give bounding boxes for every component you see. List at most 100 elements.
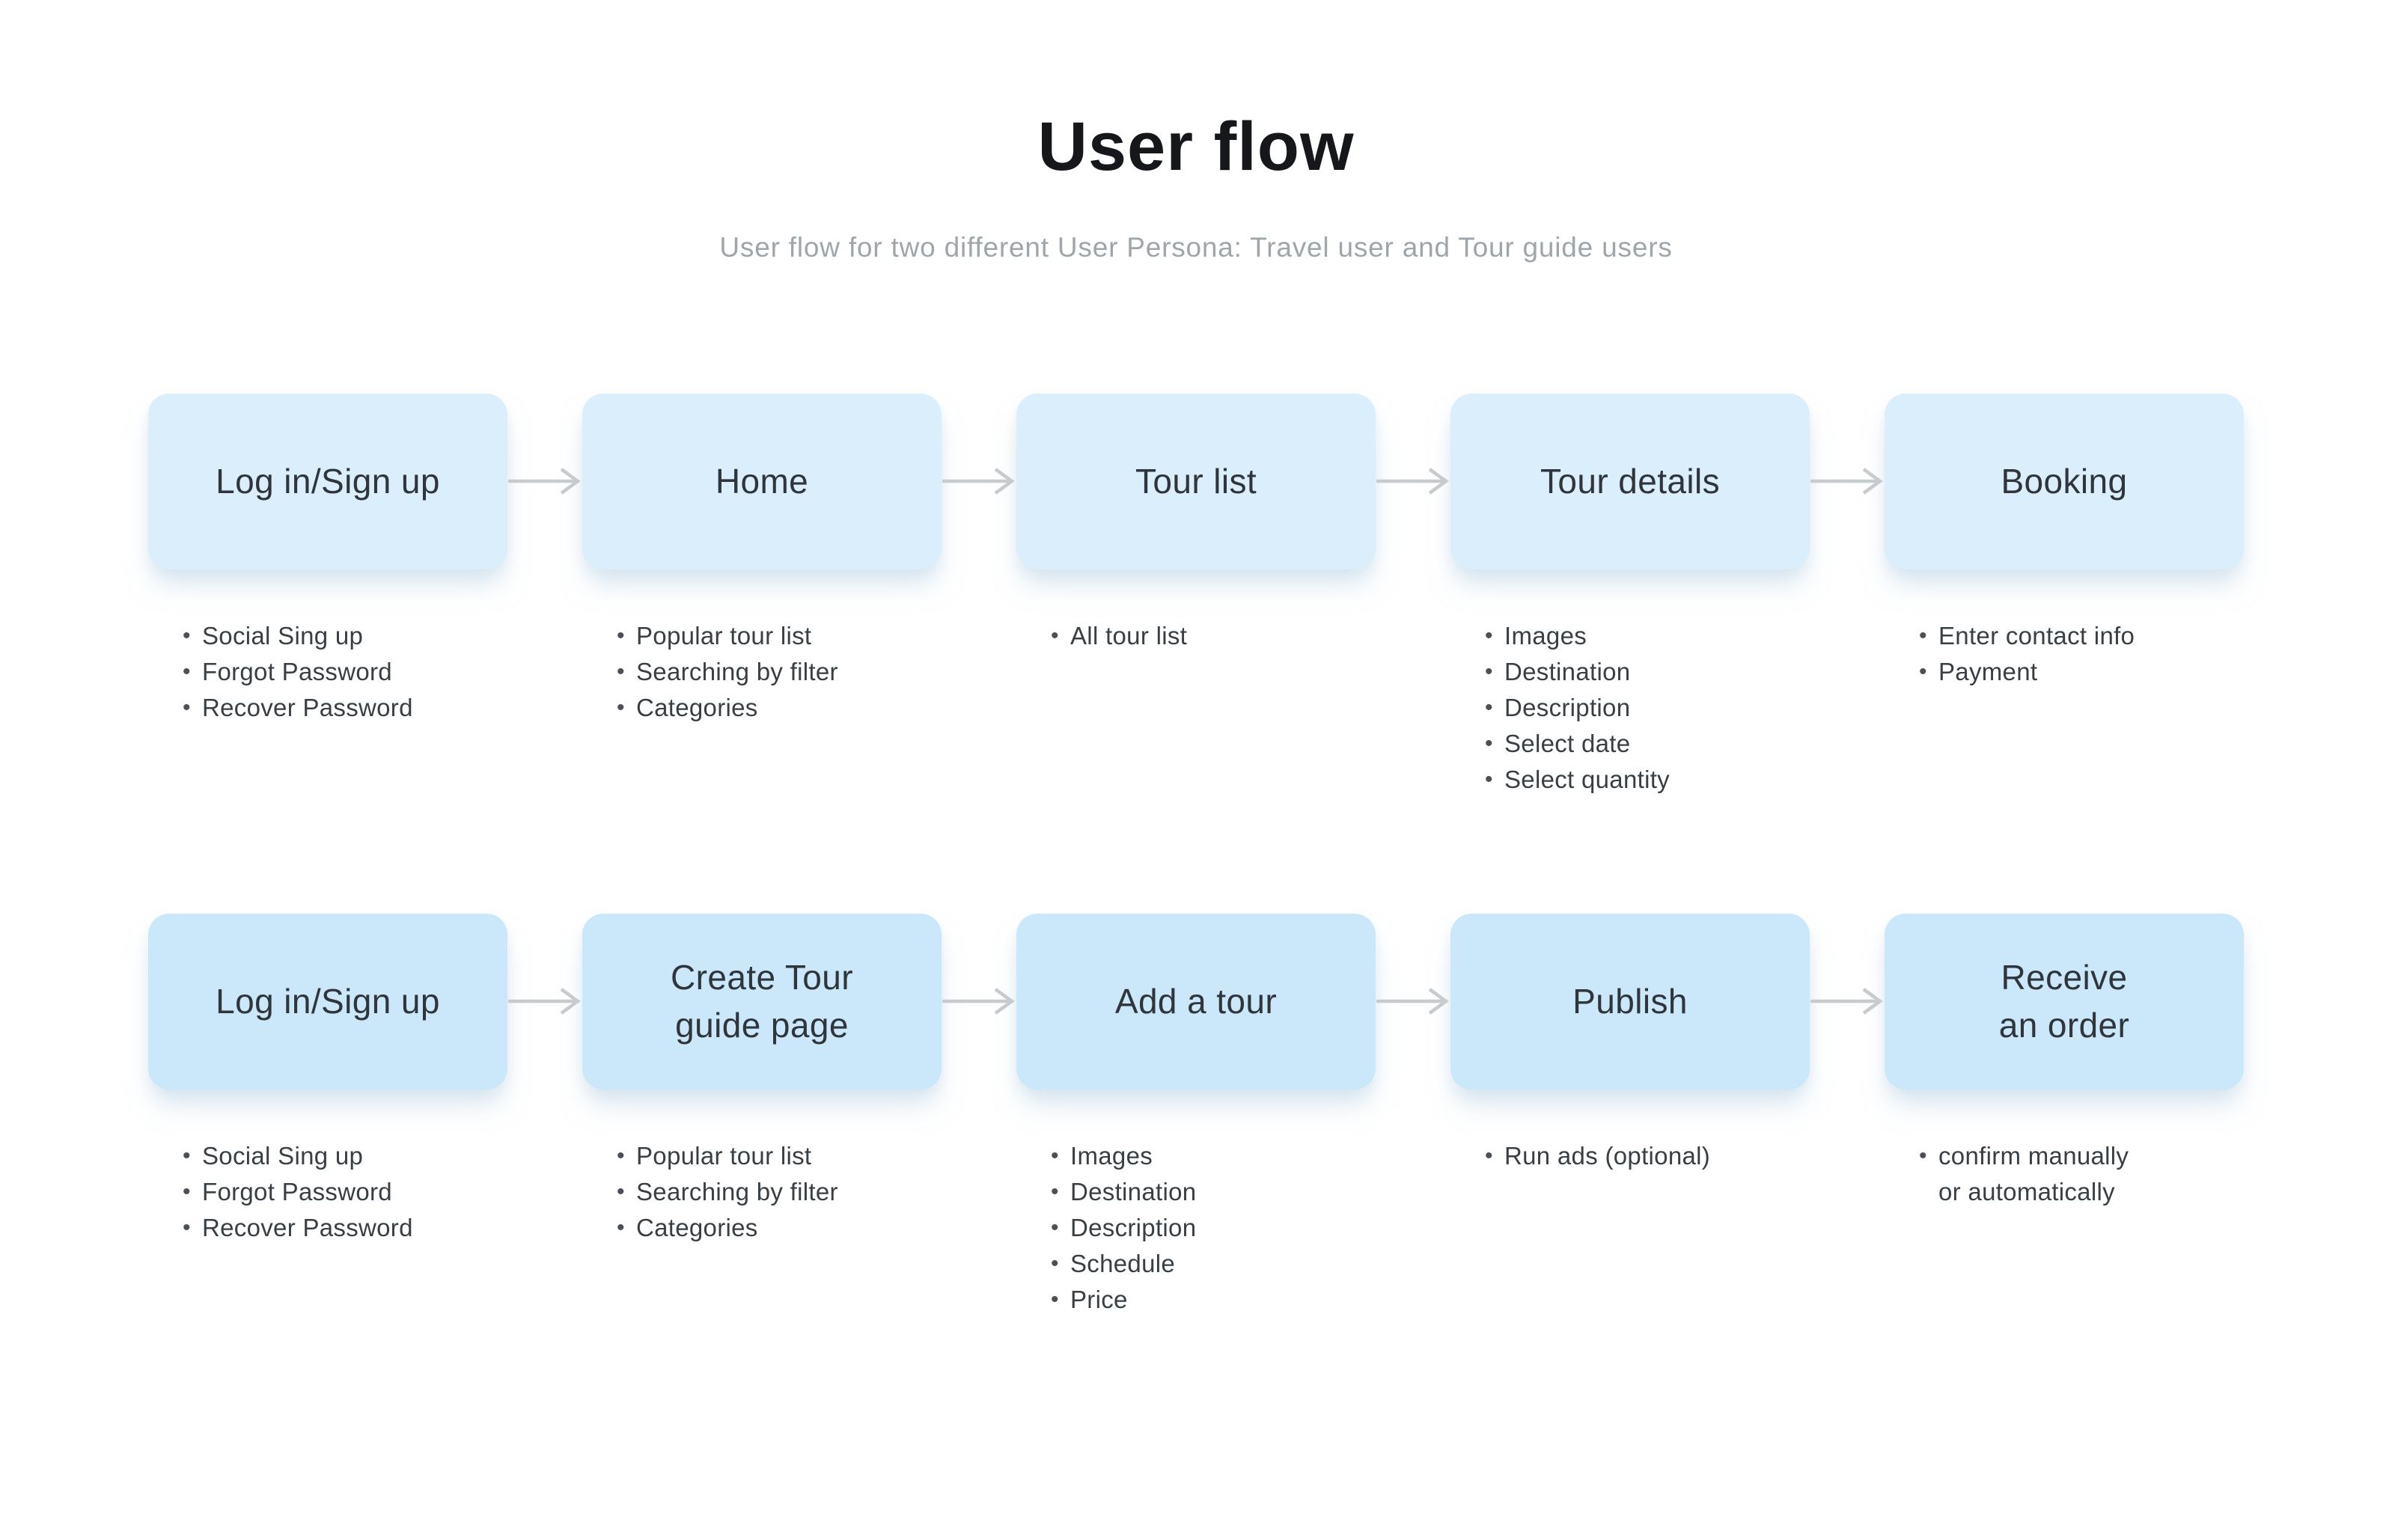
flow-step: Home • Popular tour list •Searching by fil…	[508, 394, 942, 798]
flow-step-box-wrap: Publish	[1376, 914, 1810, 1090]
flow-step-title: Log in/Sign up	[216, 462, 440, 501]
flow-step-box-wrap: Home	[508, 394, 942, 570]
bullet-label: Price	[1070, 1286, 1128, 1314]
bullet-item: • Social Sing up	[183, 618, 507, 654]
bullet-label: Popular tour list	[636, 622, 812, 650]
flow-step-title: Tour details	[1540, 462, 1721, 501]
flow-step-box: Publish	[1450, 914, 1810, 1090]
flow-step-box-wrap: Receive an order	[1810, 914, 2244, 1090]
flow-arrow-icon	[508, 468, 581, 495]
bullet-item: • Payment	[1919, 654, 2244, 690]
bullet-dot: •	[183, 659, 191, 685]
flow-step-title: Receive an order	[1998, 958, 2130, 1045]
bullet-label: Images	[1504, 622, 1587, 650]
flow-step: Receive an order • confirm manually or au…	[1810, 914, 2244, 1318]
bullet-dot: •	[1051, 1215, 1059, 1241]
page-title: User flow	[1037, 109, 1355, 185]
page-header: User flow User flow for two different Us…	[0, 0, 2392, 265]
bullet-item: • Recover Password	[183, 690, 507, 726]
bullet-list: •Enter contact info • Payment	[1885, 618, 2244, 690]
bullet-dot: •	[1485, 1143, 1493, 1169]
bullet-item: •Destination	[1485, 654, 1810, 690]
bullet-label: Destination	[1070, 1178, 1197, 1206]
bullet-label: Enter contact info	[1938, 622, 2135, 650]
bullet-item: •Searching by filter	[617, 654, 942, 690]
flow-step-title: Booking	[2001, 462, 2128, 501]
bullet-dot: •	[1485, 623, 1493, 649]
bullet-label: Popular tour list	[636, 1142, 812, 1170]
flow-step-title: Add a tour	[1114, 982, 1278, 1021]
flow-step-box-wrap: Tour list	[942, 394, 1376, 570]
user-flow-diagram: Log in/Sign up • Social Sing up • Forgot Pa…	[148, 394, 2244, 1318]
bullet-list: •All tour list	[1016, 618, 1376, 654]
flow-arrow-icon	[1376, 988, 1449, 1015]
bullet-item: •Searching by filter	[617, 1174, 942, 1210]
bullet-label: Select quantity	[1504, 766, 1670, 794]
bullet-item: •Schedule	[1051, 1246, 1376, 1282]
bullet-item: •Enter contact info	[1919, 618, 2244, 654]
bullet-label: Searching by filter	[636, 1178, 838, 1206]
flow-step: Log in/Sign up •Social Sing up•Forgot Pa…	[148, 914, 507, 1318]
bullet-dot: •	[617, 1215, 625, 1241]
bullet-item: •Images	[1051, 1138, 1376, 1174]
flow-step: Publish •Run ads (optional)	[1376, 914, 1810, 1318]
bullet-dot: •	[183, 1143, 191, 1169]
flow-step: Log in/Sign up •Social Sing up•Forgot Pa…	[148, 394, 507, 798]
bullet-label: Recover Password	[202, 694, 413, 722]
bullet-item: • Popular tour list	[617, 618, 942, 654]
bullet-dot: •	[183, 695, 191, 721]
flow-arrow-icon	[1810, 988, 1883, 1015]
bullet-item: •Run ads (optional)	[1485, 1138, 1810, 1174]
flow-step-box: Create Tour guide page	[582, 914, 942, 1090]
bullet-dot: •	[1919, 659, 1927, 685]
bullet-dot: •	[617, 623, 625, 649]
bullet-list: • confirm manually or automatically	[1885, 1138, 2244, 1210]
bullet-dot: •	[1919, 1143, 1927, 1169]
bullet-dot: •	[1051, 623, 1059, 649]
bullet-dot: •	[617, 659, 625, 685]
bullet-label: Social Sing up	[202, 622, 364, 650]
bullet-item: • Forgot Password	[183, 1174, 507, 1210]
bullet-dot: •	[1051, 1179, 1059, 1205]
flow-step-title: Tour list	[1135, 462, 1257, 501]
flow-step-box: Log in/Sign up	[148, 914, 507, 1090]
bullet-dot: •	[183, 1179, 191, 1205]
bullet-list: •Run ads (optional)	[1450, 1138, 1810, 1174]
flow-step-title: Publish	[1572, 982, 1688, 1021]
flow-step-box: Tour details	[1450, 394, 1810, 570]
bullet-dot: •	[183, 623, 191, 649]
flow-step-box-wrap: Log in/Sign up	[148, 394, 507, 570]
bullet-item: • Select quantity	[1485, 762, 1810, 798]
bullet-label: Payment	[1938, 658, 2038, 686]
bullet-dot: •	[1485, 767, 1493, 792]
bullet-item: •Price	[1051, 1282, 1376, 1318]
flow-row-tour-guide: Log in/Sign up •Social Sing up•Forgot Pa…	[148, 914, 2244, 1318]
flow-arrow-icon	[1810, 468, 1883, 495]
bullet-dot: •	[617, 695, 625, 721]
bullet-list: •Social Sing up•Forgot Password•Recover …	[148, 1138, 507, 1246]
flow-step-box: Log in/Sign up	[148, 394, 507, 570]
flow-step-box-wrap: Create Tour guide page	[508, 914, 942, 1090]
bullet-item: •Social Sing up	[183, 1138, 507, 1174]
page-subtitle: User flow for two different User Persona…	[719, 232, 1673, 263]
bullet-list: •Popular tour list•Searching by filter•C…	[582, 1138, 942, 1246]
flow-step-box: Receive an order	[1885, 914, 2244, 1090]
bullet-item: •All tour list	[1051, 618, 1376, 654]
bullet-dot: •	[1051, 1251, 1059, 1277]
flow-step-title: Create Tour guide page	[671, 958, 853, 1045]
bullet-label: Select date	[1504, 730, 1631, 758]
flow-step: Booking •Enter contact info • Payment	[1810, 394, 2244, 798]
bullet-dot: •	[183, 1215, 191, 1241]
bullet-item: •Select date	[1485, 726, 1810, 762]
flow-step-box-wrap: Add a tour	[942, 914, 1376, 1090]
bullet-label: Forgot Password	[202, 1178, 392, 1206]
flow-arrow-icon	[508, 988, 581, 1015]
flow-step: Add a tour •Images • Destination • Descripti…	[942, 914, 1376, 1318]
bullet-label: Description	[1070, 1214, 1197, 1242]
bullet-dot: •	[617, 1143, 625, 1169]
bullet-label: Description	[1504, 694, 1631, 722]
bullet-label: Destination	[1504, 658, 1631, 686]
bullet-label: confirm manually or automatically	[1938, 1142, 2129, 1206]
flow-step-box-wrap: Booking	[1810, 394, 2244, 570]
flow-step-title: Log in/Sign up	[216, 982, 440, 1021]
